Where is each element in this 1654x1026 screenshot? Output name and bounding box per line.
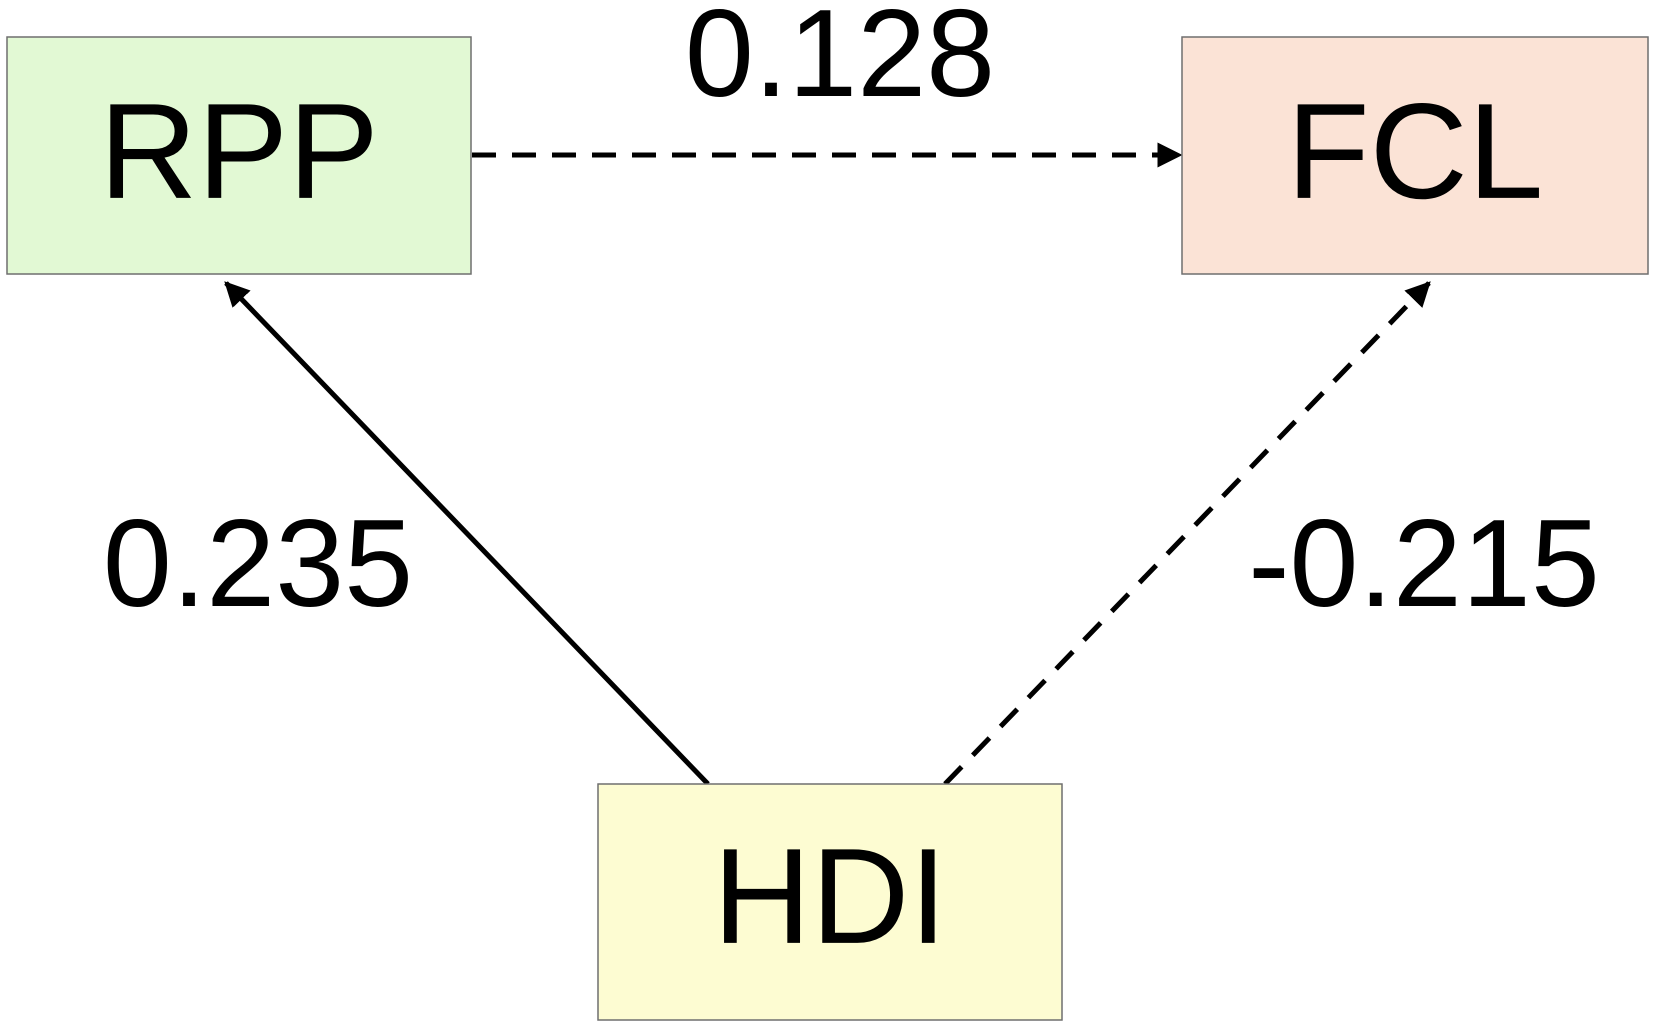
node-rpp-box — [6, 36, 472, 275]
node-hdi: HDI — [597, 783, 1063, 1021]
node-fcl-label: FCL — [1287, 75, 1544, 227]
node-hdi-label: HDI — [713, 820, 947, 972]
edge-hdi-to-fcl — [943, 281, 1431, 786]
node-hdi-box — [597, 783, 1063, 1021]
node-fcl-box — [1181, 36, 1649, 275]
coefficient-hdi-rpp: 0.235 — [103, 495, 413, 633]
node-fcl: FCL — [1181, 36, 1649, 275]
node-rpp: RPP — [6, 36, 472, 275]
edge-hdi-to-rpp — [224, 281, 710, 786]
node-rpp-label: RPP — [99, 75, 379, 227]
coefficient-rpp-fcl: 0.128 — [685, 0, 995, 123]
coefficient-hdi-fcl: -0.215 — [1248, 495, 1600, 633]
